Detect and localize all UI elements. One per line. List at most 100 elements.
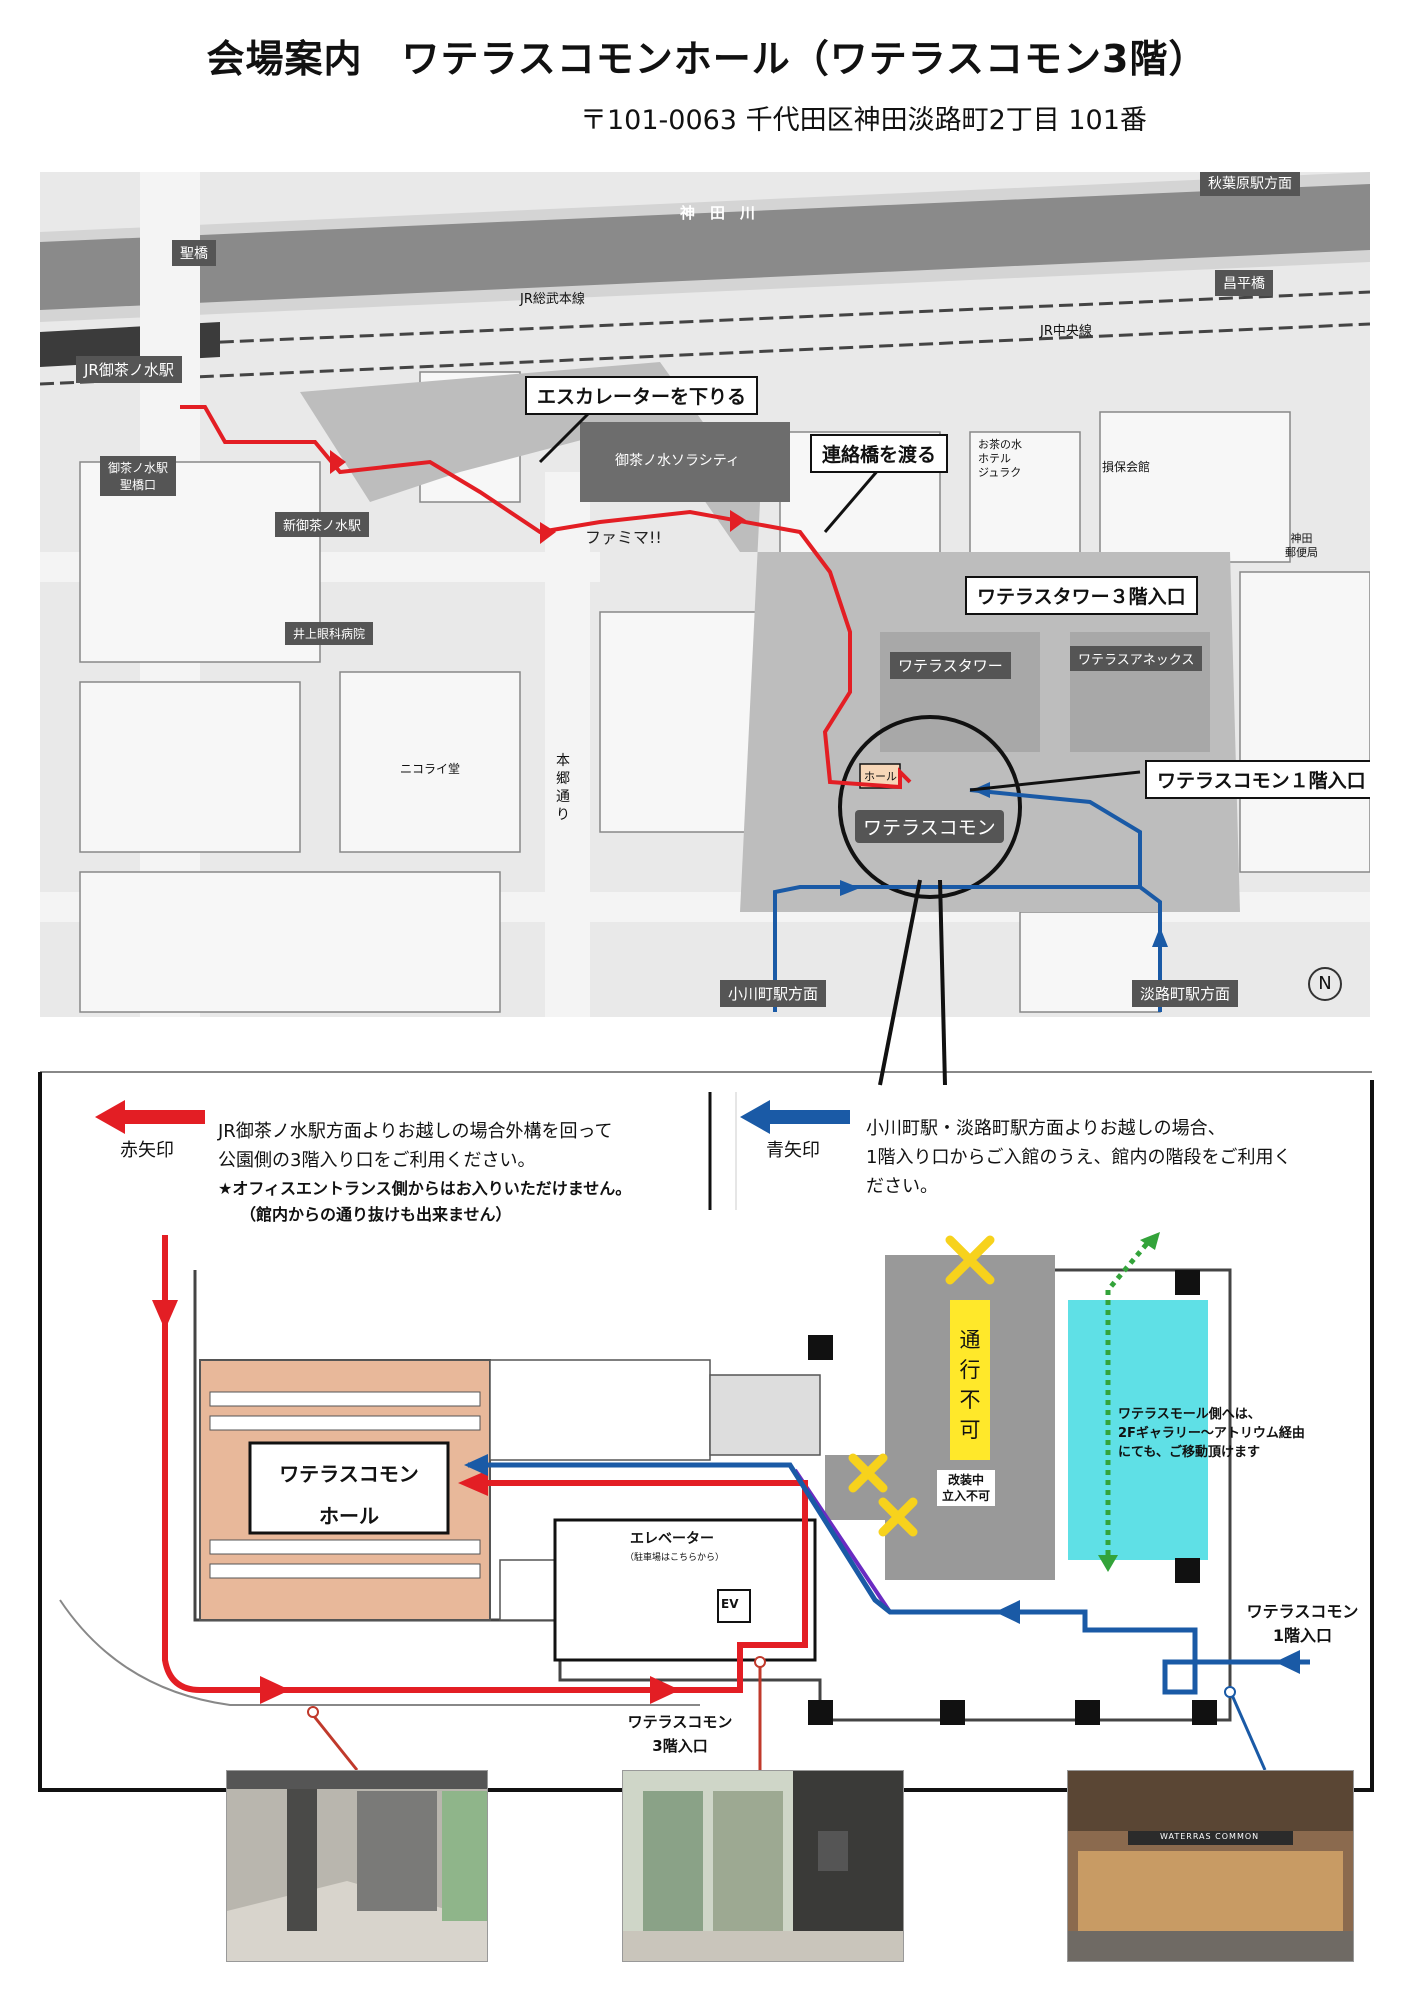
road-hongo — [545, 472, 590, 1017]
entrance-1f-line2: 1階入口 — [1272, 1626, 1333, 1645]
storefront-sign: WATERRAS COMMON — [1160, 1832, 1260, 1841]
label-waterras-tower: ワテラスタワー — [890, 652, 1011, 679]
photo-pointer — [311, 1714, 359, 1771]
curb-line — [59, 1599, 700, 1706]
label-hongo-dori: 本郷通り — [556, 753, 570, 823]
label-hotel: お茶の水 ホテル ジュラク — [978, 438, 1022, 479]
photo-1f-storefront: WATERRAS COMMON — [1067, 1770, 1354, 1962]
hall-label-box — [248, 1441, 450, 1535]
red-route — [180, 405, 912, 790]
common-highlight-circle — [838, 715, 1022, 899]
blue-arrow-head — [1152, 927, 1168, 947]
no-pass-char: 不 — [959, 1388, 981, 1412]
rail-chuo — [40, 322, 1370, 386]
mall-note: ワテラスモール側へは、 2Fギャラリー～アトリウム経由 にても、ご移動頂けます — [1118, 1405, 1305, 1462]
room-grey — [709, 1374, 821, 1456]
kanda-river — [40, 184, 1370, 310]
red-arrow-head — [650, 1676, 680, 1704]
tag-ogawamachi: 小川町駅方面 — [720, 980, 827, 1007]
callout-pointer — [823, 461, 887, 533]
mall-note-line1: ワテラスモール側へは、 — [1118, 1407, 1261, 1422]
mall-note-line3: にても、ご移動頂けます — [1118, 1445, 1260, 1460]
park-area — [300, 362, 1240, 912]
label-waterras-annex: ワテラスアネックス — [1070, 646, 1203, 671]
photo-pointer-dot — [1224, 1686, 1236, 1698]
label-nikolai: ニコライ堂 — [400, 762, 461, 776]
label-kanda-post: 神田 郵便局 — [1285, 532, 1318, 559]
blue-arrow-head — [1275, 1650, 1300, 1674]
elevator-note: （駐車場はこちらから） — [625, 1553, 725, 1563]
entrance-3f-line2: 3階入口 — [652, 1737, 708, 1755]
legend-blue-text-3: ださい。 — [866, 1176, 938, 1197]
label-shohei-bridge: 昌平橋 — [1215, 270, 1273, 296]
label-shin-ochanomizu: 新御茶ノ水駅 — [275, 512, 370, 537]
page-title: 会場案内 ワテラスコモンホール（ワテラスコモン3階） — [206, 37, 1208, 81]
label-hijiribashi-exit: 御茶ノ水駅 聖橋口 — [100, 456, 177, 496]
red-route-floor — [162, 1235, 808, 1693]
area-map: 秋葉原駅方面 神 田 川 聖橋 昌平橋 JR総武本線 JR中央線 JR御茶ノ水駅… — [40, 172, 1370, 1017]
label-inoue-eye: 井上眼科病院 — [285, 622, 374, 645]
label-hijiri-bridge: 聖橋 — [172, 240, 216, 266]
hall-label-line2: ホール — [319, 1504, 379, 1528]
no-pass-bar — [950, 1300, 990, 1460]
blue-route — [773, 788, 1162, 1012]
mall-area — [1068, 1300, 1208, 1560]
photo-1f-storefront-image — [1068, 1771, 1353, 1961]
zoom-pointer — [878, 879, 922, 1086]
entrance-3f-label: ワテラスコモン 3階入口 — [610, 1710, 750, 1758]
callout-bridge: 連絡橋を渡る — [810, 434, 949, 473]
label-sompo: 損保会館 — [1102, 460, 1151, 474]
legend-red-label: 赤矢印 — [120, 1140, 174, 1161]
hall-seats — [209, 1391, 481, 1579]
renovation-line1: 改装中 — [948, 1473, 985, 1487]
blue-arrow-head — [464, 1454, 488, 1476]
zoom-pointer — [938, 879, 947, 1086]
blue-arrow-icon — [740, 1100, 850, 1134]
legend-blue-text-2: 1階入り口からご入館のうえ、館内の階段をご利用く — [866, 1147, 1292, 1168]
red-arrow-icon — [95, 1100, 205, 1134]
hall-label-line1: ワテラスコモン — [279, 1462, 419, 1486]
red-arrow-head — [458, 1470, 488, 1496]
blue-route-floor — [468, 1462, 1310, 1695]
label-kanda-river: 神 田 川 — [680, 204, 756, 222]
red-arrow-head — [730, 510, 746, 532]
callout-tower-3f: ワテラスタワー３階入口 — [965, 576, 1198, 615]
green-arrow-head — [1140, 1232, 1160, 1250]
red-arrow-head — [330, 450, 346, 474]
blue-arrow-head — [840, 880, 860, 896]
label-jr-sobu: JR総武本線 — [520, 292, 585, 307]
label-waterras-common: ワテラスコモン — [855, 810, 1004, 843]
restroom-area — [489, 1359, 711, 1461]
photo-pointer-dot — [754, 1656, 766, 1668]
entrance-3f-line1: ワテラスコモン — [627, 1713, 733, 1731]
legend-red-text-2: 公園側の3階入り口をご利用ください。 — [218, 1150, 536, 1171]
legend-red-text-1: JR御茶ノ水駅方面よりお越しの場合外構を回って — [218, 1121, 613, 1142]
callout-common-1f: ワテラスコモン１階入口 — [1145, 760, 1370, 799]
no-pass-char: 行 — [959, 1358, 981, 1382]
map-canvas — [40, 172, 1370, 1017]
red-arrow-head — [152, 1300, 178, 1330]
legend-blue-label: 青矢印 — [766, 1140, 820, 1161]
rail-sobu — [40, 290, 1370, 352]
no-pass-char: 可 — [959, 1418, 981, 1442]
elevator-hall — [553, 1518, 817, 1662]
label-jr-ochanomizu: JR御茶ノ水駅 — [76, 356, 182, 383]
entrance-1f-line1: ワテラスコモン — [1246, 1602, 1359, 1621]
blue-arrow-head — [995, 1600, 1020, 1624]
legend-red-note-2: （館内からの通り抜けも出来ません） — [240, 1205, 512, 1224]
red-arrow-head — [260, 1676, 290, 1704]
green-route — [1105, 1238, 1152, 1555]
photo-3f-entrance-image — [623, 1771, 903, 1961]
photo-outer-corridor-image — [227, 1771, 487, 1961]
pillars — [808, 1270, 1217, 1725]
compass-icon: N — [1308, 967, 1342, 1001]
photo-outer-corridor — [226, 1770, 488, 1962]
photo-pointer — [1230, 1694, 1267, 1771]
renovation-line2: 立入不可 — [942, 1489, 991, 1503]
legend-blue-text-1: 小川町駅・淡路町駅方面よりお越しの場合、 — [866, 1118, 1226, 1139]
photo-pointer-dot — [307, 1706, 319, 1718]
mall-note-line2: 2Fギャラリー～アトリウム経由 — [1118, 1426, 1305, 1441]
no-pass-label: 通 行 不 可 — [958, 1325, 982, 1445]
label-solacity: 御茶ノ水ソラシティ — [615, 453, 740, 469]
